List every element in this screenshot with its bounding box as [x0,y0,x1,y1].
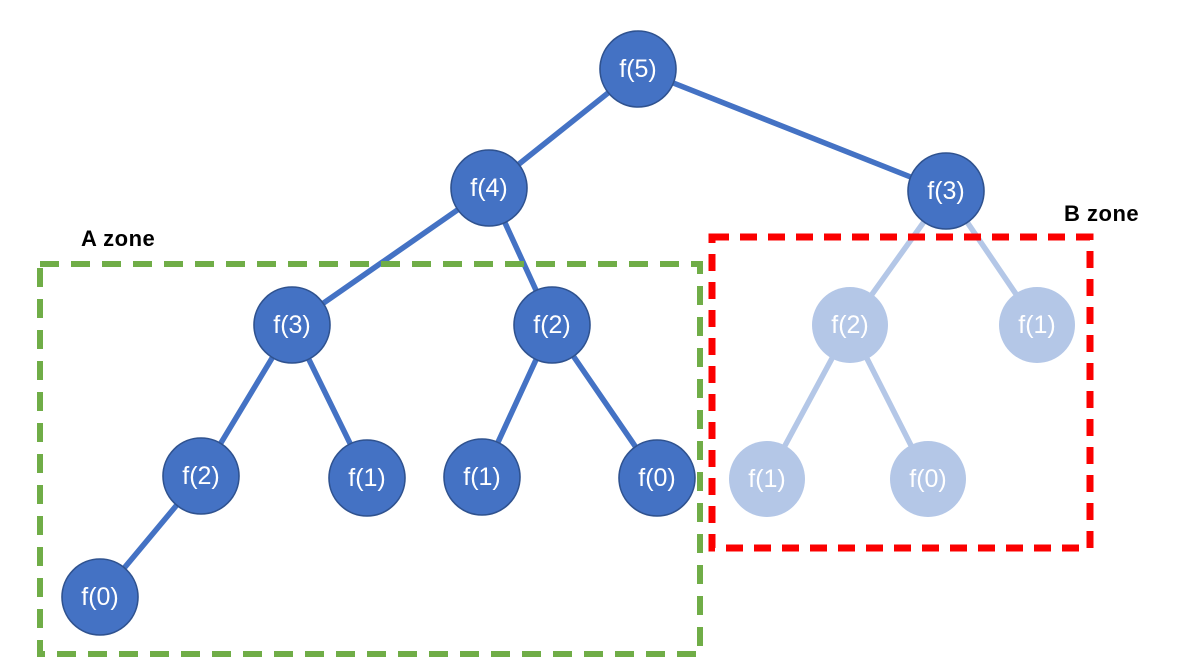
a-zone-label: A zone [81,226,156,251]
tree-node-f0b: f(0) [890,441,966,517]
tree-node-circle-f3r [907,152,985,230]
tree-edge-f5-f3r [635,66,949,194]
tree-node-f3l: f(3) [253,286,331,364]
tree-node-circle-f0b [890,441,966,517]
b-zone-label: B zone [1064,201,1140,226]
tree-node-label-f0m: f(0) [638,464,676,492]
b-zone-box [708,233,1094,552]
tree-node-f1l: f(1) [328,439,406,517]
tree-node-f0m: f(0) [618,439,696,517]
tree-node-f1br: f(1) [999,287,1075,363]
tree-node-label-f2m: f(2) [533,311,571,339]
tree-node-f1b: f(1) [729,441,805,517]
tree-node-label-f5: f(5) [619,55,657,83]
tree-node-f0l: f(0) [61,558,139,636]
tree-node-circle-f1m [443,438,521,516]
tree-node-circle-f1l [328,439,406,517]
tree-node-label-f4: f(4) [470,174,508,202]
tree-node-f4: f(4) [450,149,528,227]
tree-node-f1m: f(1) [443,438,521,516]
tree-node-circle-f0m [618,439,696,517]
tree-node-f2m: f(2) [513,286,591,364]
tree-node-label-f1l: f(1) [348,464,386,492]
tree-node-circle-f5 [599,30,677,108]
tree-node-circle-f1br [999,287,1075,363]
tree-node-label-f2l: f(2) [182,462,220,490]
tree-node-circle-f0l [61,558,139,636]
tree-node-label-f3r: f(3) [927,177,965,205]
tree-node-circle-f2b [812,287,888,363]
tree-node-f2l: f(2) [162,437,240,515]
tree-edge-f4-f3l [289,185,492,328]
tree-node-f2b: f(2) [812,287,888,363]
tree-node-label-f0l: f(0) [81,583,119,611]
tree-node-label-f1br: f(1) [1018,311,1056,339]
tree-node-circle-f1b [729,441,805,517]
tree-node-f3r: f(3) [907,152,985,230]
tree-node-label-f3l: f(3) [273,311,311,339]
tree-node-f5: f(5) [599,30,677,108]
tree-node-circle-f2m [513,286,591,364]
tree-node-label-f1m: f(1) [463,463,501,491]
tree-node-label-f2b: f(2) [831,311,869,339]
tree-node-circle-f4 [450,149,528,227]
tree-node-circle-f2l [162,437,240,515]
a-zone-box [37,261,703,657]
tree-node-label-f1b: f(1) [748,465,786,493]
tree-node-circle-f3l [253,286,331,364]
tree-node-label-f0b: f(0) [909,465,947,493]
